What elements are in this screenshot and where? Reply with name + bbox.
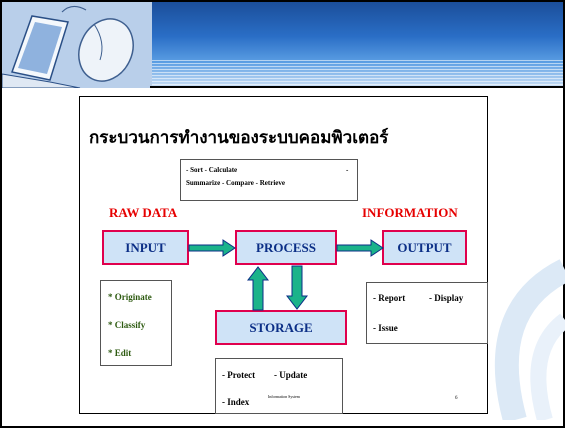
list-item-edit: * Edit <box>108 348 132 358</box>
input-operations-list: * Originate * Classify * Edit <box>100 280 172 366</box>
laptop-icon <box>2 2 152 88</box>
list-item-index: - Index <box>222 397 250 407</box>
diagram-title: กระบวนการทำงานของระบบคอมพิวเตอร์ <box>89 128 389 147</box>
information-label: INFORMATION <box>362 205 458 220</box>
list-item-originate: * Originate <box>108 292 152 302</box>
list-item-protect: - Protect <box>222 370 256 380</box>
mouse-icon <box>61 5 134 82</box>
list-item-report: - Report <box>373 293 406 303</box>
storage-block: STORAGE <box>215 310 347 345</box>
list-item-display: - Display <box>429 293 464 303</box>
list-item-update: - Update <box>274 370 308 380</box>
process-note-dash: - <box>346 166 349 174</box>
input-to-process-arrow <box>188 239 236 257</box>
output-operations-list: - Report - Display - Issue <box>366 282 488 344</box>
input-block: INPUT <box>102 230 189 265</box>
process-note-line2: Summarize - Compare - Retrieve <box>186 179 286 187</box>
footer-caption: Information System <box>268 394 300 399</box>
output-block: OUTPUT <box>382 230 467 265</box>
process-to-output-arrow <box>336 239 384 257</box>
process-operations-note: - Sort - Calculate - Summarize - Compare … <box>180 159 358 201</box>
list-item-issue: - Issue <box>373 323 398 333</box>
list-item-classify: * Classify <box>108 320 146 330</box>
header-photo <box>2 2 152 88</box>
process-note-line1: - Sort - Calculate <box>186 166 238 174</box>
raw-data-label: RAW DATA <box>109 205 178 220</box>
header-underline <box>150 86 563 88</box>
storage-operations-list: - Protect - Update - Index <box>215 358 343 414</box>
background-swirl <box>494 259 565 420</box>
process-to-storage-arrow <box>285 265 309 310</box>
page-number: 6 <box>455 396 458 401</box>
storage-to-process-arrow <box>246 266 270 311</box>
header-stripes <box>152 60 563 90</box>
process-block: PROCESS <box>235 230 337 265</box>
